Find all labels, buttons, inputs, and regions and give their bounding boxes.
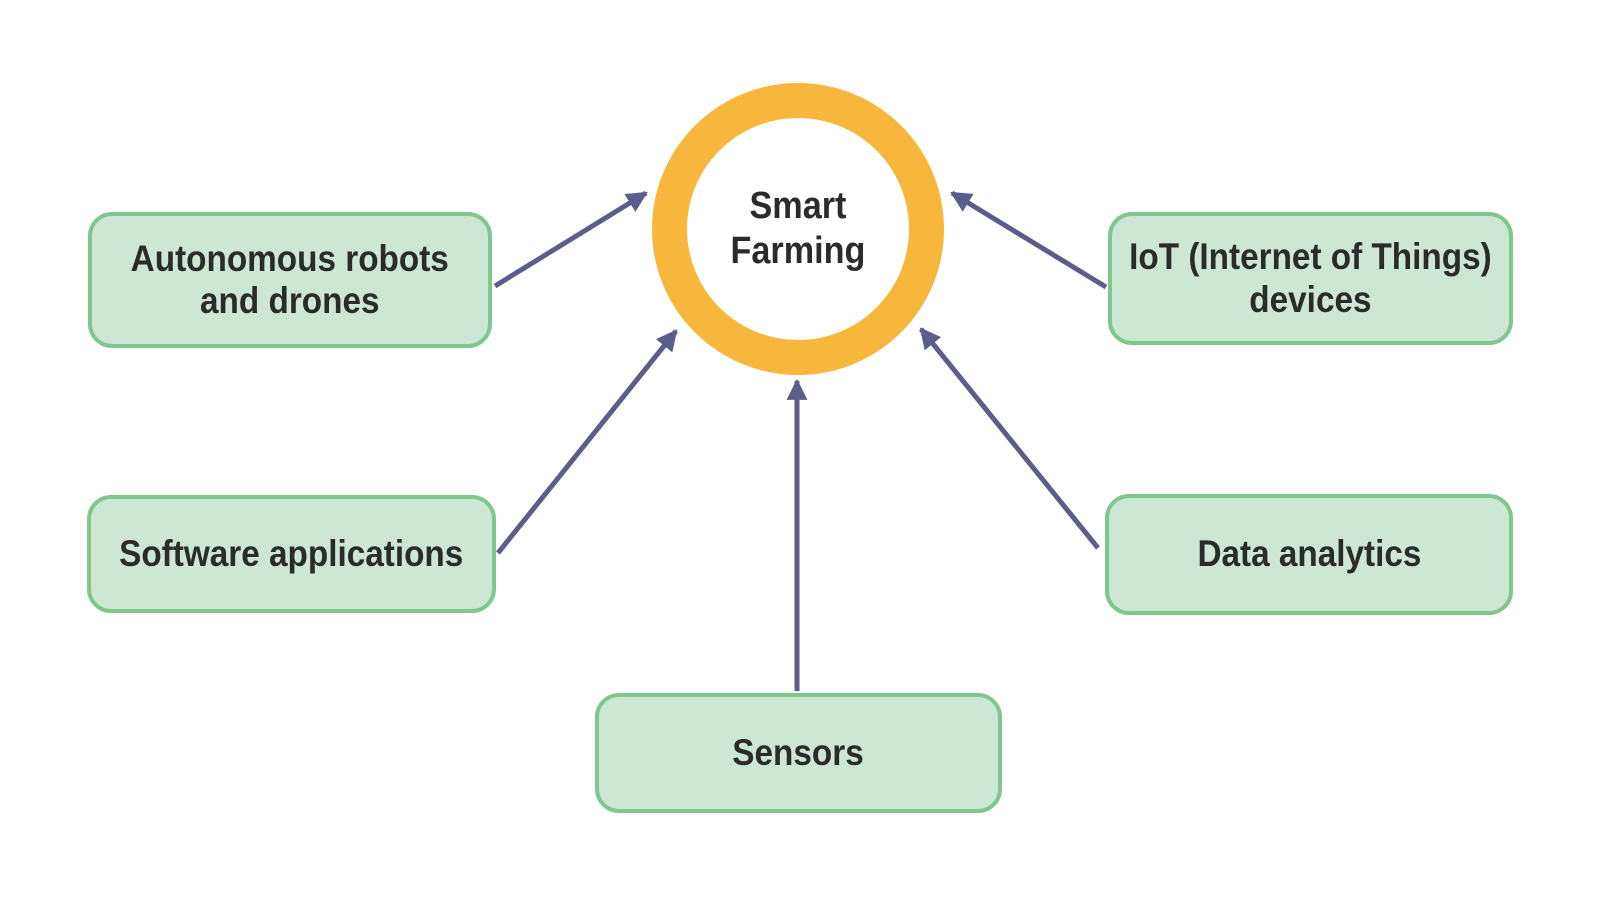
label-line1: Sensors (732, 731, 865, 773)
node-autonomous-robots-drones: Autonomous robots and drones (88, 212, 492, 348)
node-autonomous-robots-drones-label: Autonomous robots and drones (131, 238, 449, 322)
label-line1: Autonomous robots (130, 237, 450, 279)
smart-farming-label: Smart Farming (731, 184, 866, 274)
node-sensors-label: Sensors (733, 732, 864, 774)
label-line1: Data analytics (1197, 533, 1421, 575)
node-data-analytics-label: Data analytics (1197, 533, 1421, 575)
node-iot-devices: IoT (Internet of Things) devices (1108, 212, 1513, 345)
node-data-analytics: Data analytics (1105, 494, 1513, 615)
label-line2: devices (1249, 278, 1372, 320)
label-line2: and drones (200, 280, 380, 321)
smart-farming-label-line1: Smart (749, 185, 847, 228)
label-line1: Software applications (119, 532, 464, 574)
node-sensors: Sensors (595, 693, 1002, 813)
node-software-applications: Software applications (87, 495, 496, 613)
smart-farming-node: Smart Farming (652, 83, 944, 375)
label-line1: IoT (Internet of Things) (1129, 236, 1492, 278)
smart-farming-label-line2: Farming (730, 230, 866, 272)
node-iot-devices-label: IoT (Internet of Things) devices (1129, 236, 1492, 320)
node-software-applications-label: Software applications (119, 533, 463, 575)
edge-arrow-iot-to-center (950, 190, 1108, 290)
edge-arrow-data-to-center (919, 327, 1100, 550)
edge-arrow-autonomous-to-center (493, 190, 648, 289)
edge-arrow-software-to-center (496, 329, 678, 555)
